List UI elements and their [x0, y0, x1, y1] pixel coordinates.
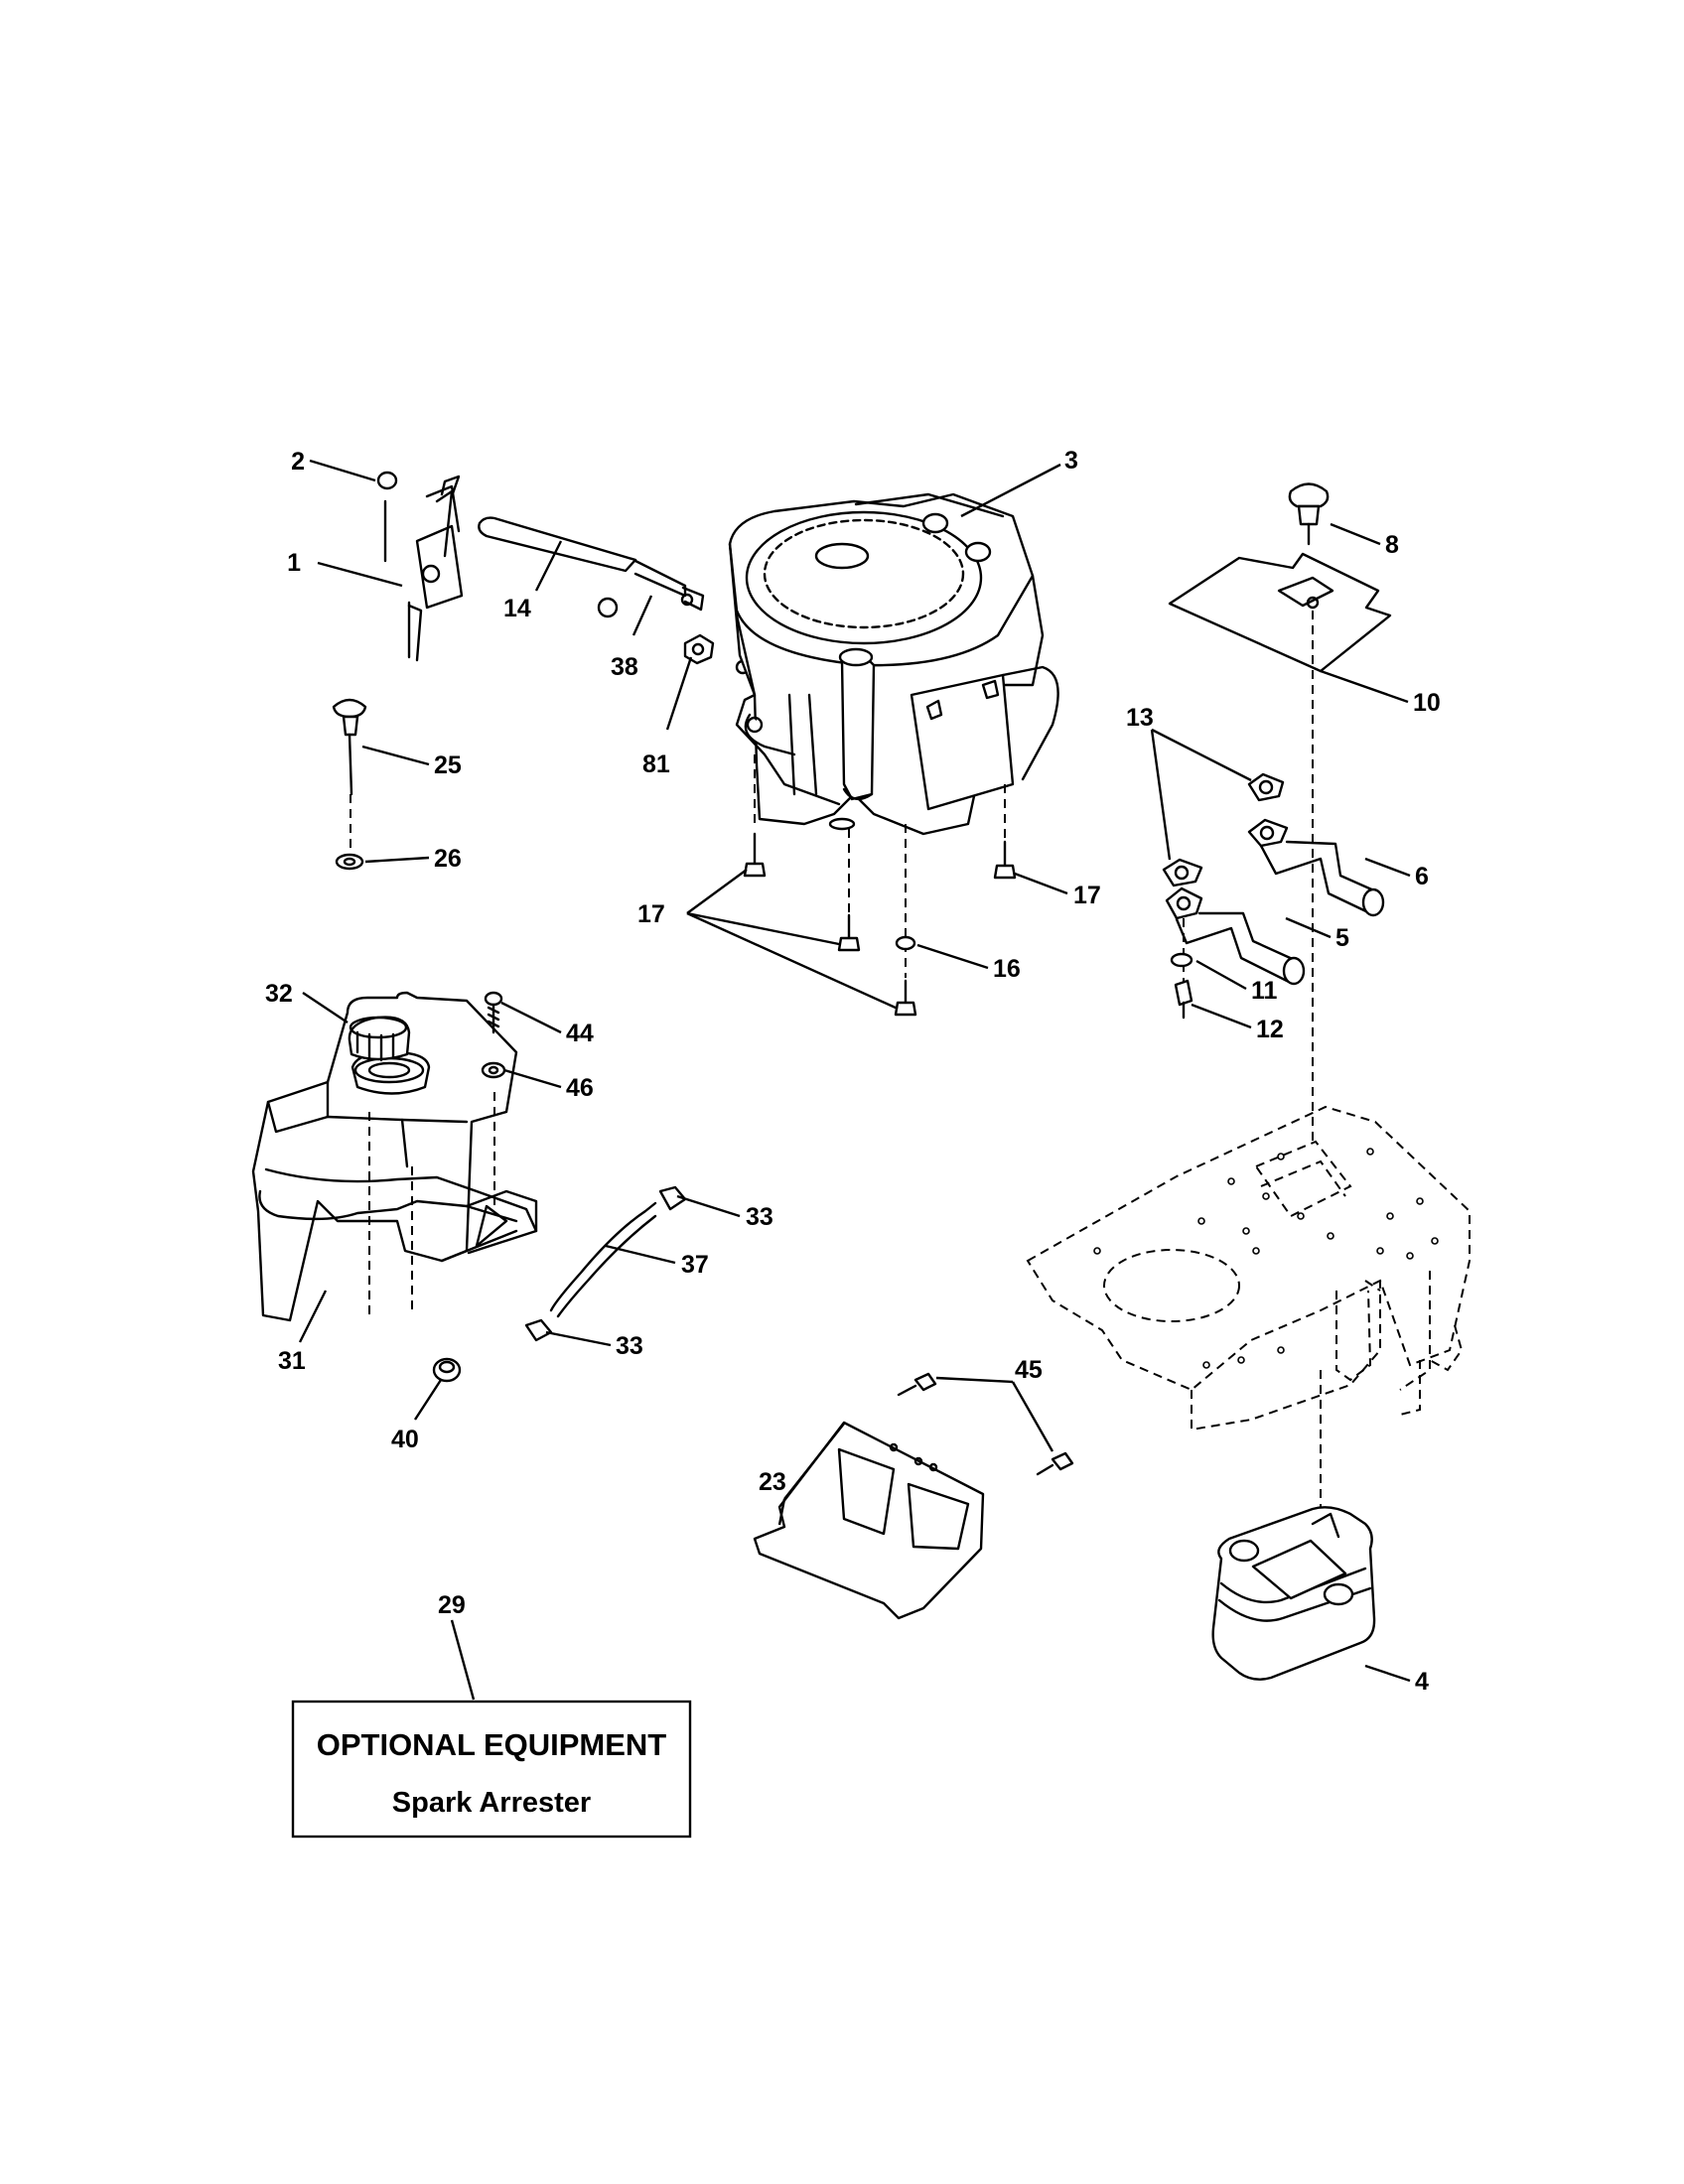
callout-14: 14	[503, 595, 531, 622]
callout-8: 8	[1385, 531, 1399, 559]
callout-26: 26	[434, 845, 462, 873]
frame-chassis-part	[1026, 1105, 1471, 1549]
callout-2: 2	[291, 448, 305, 476]
callout-6: 6	[1415, 863, 1429, 890]
callout-4: 4	[1415, 1668, 1429, 1696]
knob-part	[1288, 482, 1330, 546]
callout-10: 10	[1413, 689, 1441, 717]
callout-12: 12	[1256, 1016, 1284, 1043]
fuel-hose-part	[478, 516, 705, 618]
engine-bolts-part	[743, 754, 1017, 1017]
heat-shield-part	[753, 1372, 1074, 1620]
callout-40: 40	[391, 1426, 419, 1453]
callout-16: 16	[993, 955, 1021, 983]
callout-11: 11	[1251, 977, 1278, 1005]
fuel-tank-part	[251, 991, 538, 1322]
optional-equipment-box: OPTIONAL EQUIPMENT Spark Arrester	[291, 1700, 692, 1839]
optional-equipment-subtitle: Spark Arrester	[392, 1787, 591, 1819]
callout-38: 38	[611, 653, 638, 681]
fuel-line-part	[524, 1185, 687, 1342]
callout-3: 3	[1064, 447, 1078, 475]
muffler-part	[1211, 1506, 1376, 1681]
callout-45: 45	[1015, 1356, 1043, 1384]
callout-46: 46	[566, 1074, 594, 1102]
callout-31: 31	[278, 1347, 306, 1375]
optional-equipment-title: OPTIONAL EQUIPMENT	[317, 1727, 667, 1762]
callout-leaders	[298, 459, 1411, 1701]
callout-1: 1	[287, 549, 301, 577]
callout-5: 5	[1335, 924, 1349, 952]
callout-29: 29	[438, 1591, 466, 1619]
callout-23: 23	[759, 1468, 786, 1496]
bolt-washer-part	[332, 698, 367, 871]
callout-25: 25	[434, 751, 462, 779]
callout-44: 44	[566, 1020, 594, 1047]
callout-13: 13	[1126, 704, 1154, 732]
tank-bolt-part	[481, 991, 506, 1079]
callout-labels: 1 2 3 4 5 6 8 10 11 12 13 14 16 17 17 23…	[265, 447, 1441, 1696]
callout-37: 37	[681, 1251, 709, 1279]
callout-17-right: 17	[1073, 882, 1101, 909]
callout-17-left: 17	[637, 900, 665, 928]
engine-part	[728, 492, 1059, 836]
exhaust-pipes-part	[1162, 772, 1385, 1020]
cover-plate-part	[1168, 552, 1392, 1142]
throttle-control-part	[376, 471, 464, 662]
callout-33-upper: 33	[746, 1203, 773, 1231]
callout-32: 32	[265, 980, 293, 1008]
callout-33-lower: 33	[616, 1332, 643, 1360]
grommet-part	[432, 1357, 462, 1383]
callout-81: 81	[642, 751, 670, 778]
